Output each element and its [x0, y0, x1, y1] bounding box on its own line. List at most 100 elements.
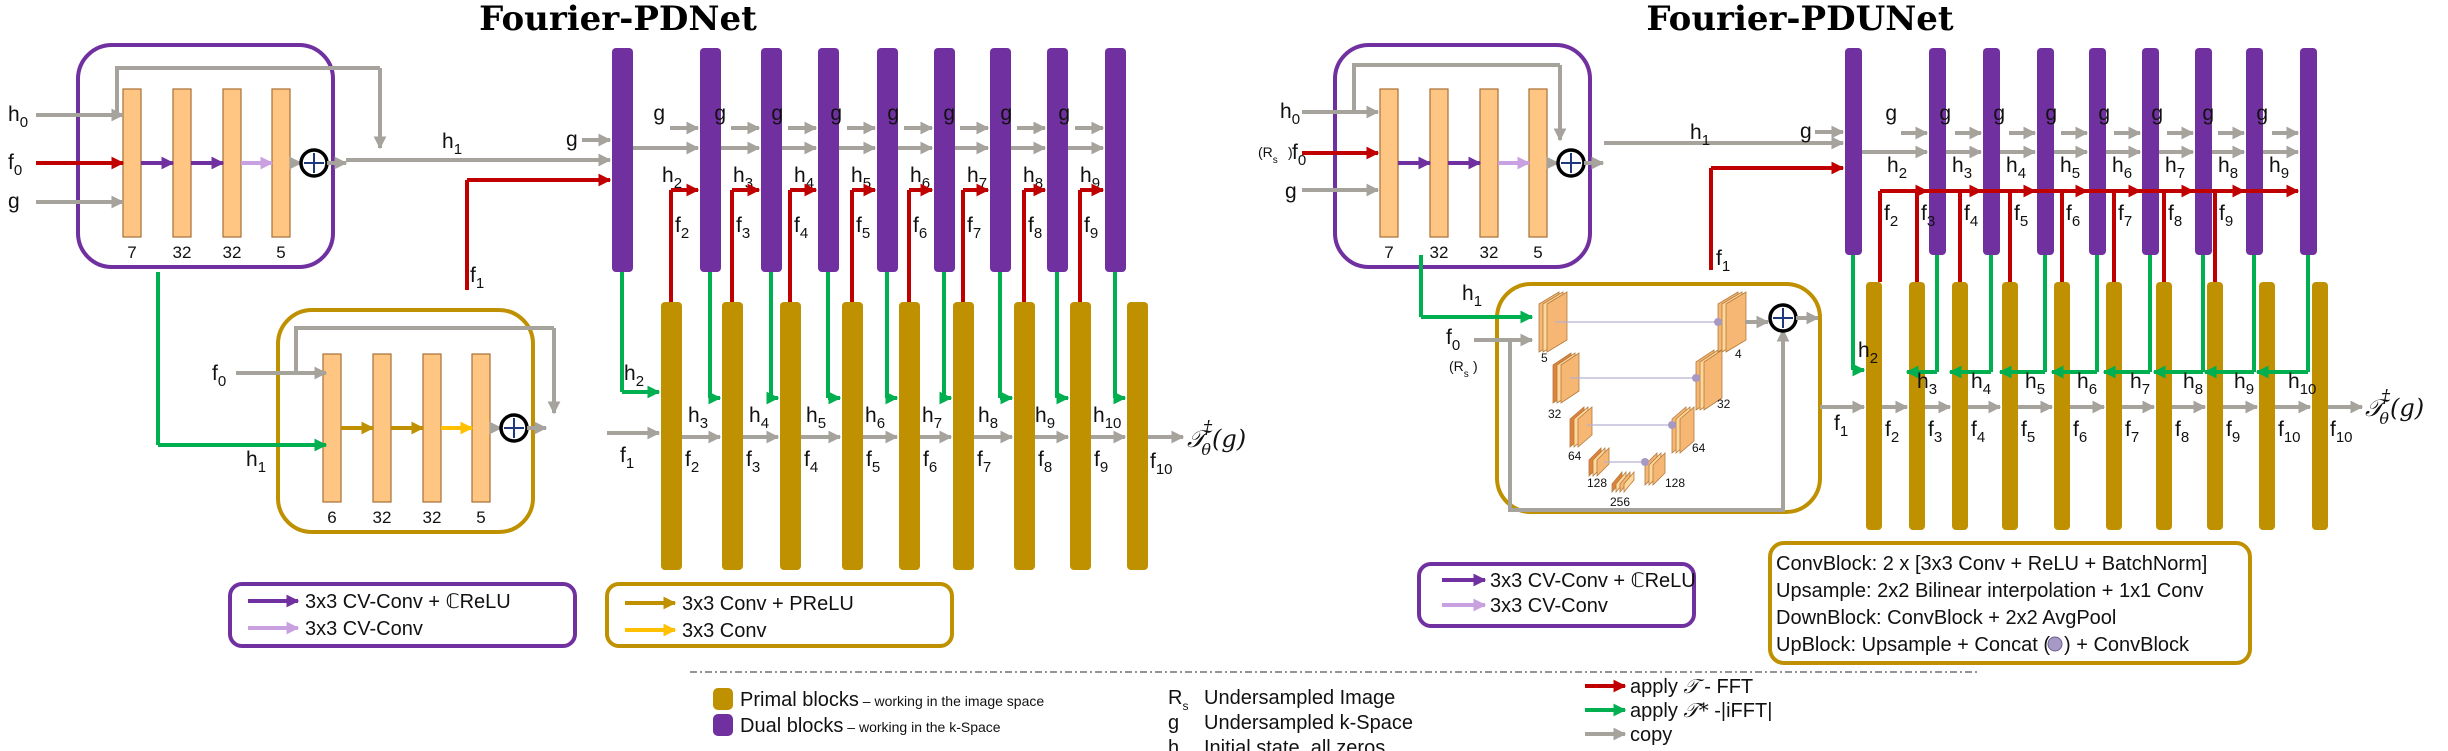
- plus-icon: [1561, 153, 1581, 173]
- left-dual-input-g: g: [8, 190, 20, 213]
- unet-encoder-layer: [1596, 447, 1610, 477]
- left-primal-init-frame: [276, 308, 535, 534]
- left-g-label: g: [566, 128, 578, 151]
- left-title: Fourier-PDNet: [479, 0, 757, 39]
- left-primal-block: [842, 302, 863, 570]
- right-f-label: f3: [1928, 418, 1942, 446]
- left-dual-block: [990, 48, 1011, 272]
- right-title: Fourier-PDUNet: [1646, 0, 1954, 39]
- unet-decoder-layer: [1725, 291, 1747, 353]
- left-dual-block: [700, 48, 721, 272]
- right-f-label: f9: [2226, 418, 2240, 446]
- left-output-label: 𝒯θ†(g): [1187, 417, 1246, 459]
- right-h-down-label: h7: [2130, 370, 2150, 398]
- right-g-label: g: [2151, 102, 2163, 125]
- right-unet-sum: [1768, 303, 1798, 333]
- legend-symbol-g: g: [1168, 712, 1179, 734]
- right-dual-input-g: g: [1285, 180, 1297, 203]
- right-g-label: g: [2202, 102, 2214, 125]
- plus-icon: [304, 153, 324, 173]
- right-dual-legend-frame: [1417, 562, 1696, 628]
- legend-block-label: Primal blocks – working in the image spa…: [740, 689, 1044, 711]
- left-dual-block: [877, 48, 898, 272]
- legend-conv-prelu-label: 3x3 Conv + PReLU: [682, 593, 854, 615]
- left-dual-input-h: h0: [8, 103, 28, 131]
- left-primal-block: [780, 302, 801, 570]
- right-unet-h1-label: h1: [1462, 282, 1482, 310]
- right-f10-label: f10: [2330, 418, 2353, 446]
- right-dual-init-layer: [1429, 88, 1449, 238]
- left-dual-init-channel-label: 7: [127, 243, 136, 262]
- right-output-label: 𝒯θ†(g): [2365, 386, 2424, 428]
- left-g-label: g: [943, 102, 955, 125]
- left-primal-init-sum: [499, 413, 529, 443]
- right-primal-block: [2106, 282, 2122, 530]
- unet-bottleneck-layer: [1623, 470, 1635, 494]
- left-f-up-label: f8: [1028, 214, 1042, 242]
- legend-cv-conv-label: 3x3 CV-Conv: [1490, 595, 1608, 617]
- right-primal-block: [1866, 282, 1882, 530]
- right-dual-block: [2300, 48, 2317, 255]
- right-unet-f0-label: f0: [1446, 326, 1460, 354]
- concat-icon: [2047, 636, 2063, 652]
- right-dual-input-h0: h0: [1280, 100, 1300, 128]
- right-primal-block: [2207, 282, 2223, 530]
- left-primal-init-layer: [471, 353, 491, 503]
- left-primal-legend-frame: [605, 582, 954, 648]
- right-f-label: f1: [1834, 412, 1848, 440]
- right-h-label: h2: [1887, 154, 1907, 182]
- right-unet-rs-end: ): [1473, 358, 1478, 374]
- right-g-label: g: [1993, 102, 2005, 125]
- left-primal-init-channel-label: 5: [476, 508, 485, 527]
- right-h-down-label: h2: [1858, 339, 1878, 367]
- left-g-label: g: [887, 102, 899, 125]
- left-f-up-label: f4: [794, 214, 808, 242]
- right-h-down-label: h8: [2183, 370, 2203, 398]
- unet-encoder-layer: [1577, 406, 1593, 448]
- right-f-label: f10: [2278, 418, 2301, 446]
- right-dual-init-frame: [1333, 43, 1592, 269]
- left-h-label: h6: [910, 164, 930, 192]
- left-dual-block: [612, 48, 633, 272]
- left-f1-up-label: f1: [470, 264, 484, 292]
- left-dual-init-sum: [299, 148, 329, 178]
- right-rs-prefix-end: ): [1288, 144, 1293, 160]
- right-h-label: h5: [2060, 154, 2080, 182]
- left-dual-input-f: f0: [8, 151, 22, 179]
- right-g-label: g: [1885, 102, 1897, 125]
- legend-block-label: Dual blocks – working in the k-Space: [740, 715, 1001, 737]
- right-dual-init-layer: [1479, 88, 1499, 238]
- right-dual-init-channel-label: 32: [1430, 243, 1449, 262]
- right-g-label: g: [1800, 120, 1812, 143]
- left-primal-init-channel-label: 6: [327, 508, 336, 527]
- unet-enc-channel-label: 128: [1587, 476, 1607, 490]
- legend-arrow-label: apply 𝒯 - FFT: [1630, 674, 1753, 698]
- left-f-up-label: f9: [1084, 214, 1098, 242]
- left-primal-init-layer: [372, 353, 392, 503]
- left-g-label: g: [1058, 102, 1070, 125]
- right-f-label: f8: [2175, 418, 2189, 446]
- right-dual-skip: [1352, 63, 1560, 112]
- right-dual-block: [2037, 48, 2054, 255]
- right-f-label: f4: [1971, 418, 1985, 446]
- right-h-down-label: h4: [1971, 370, 1991, 398]
- right-g-label: g: [1939, 102, 1951, 125]
- left-dual-block: [934, 48, 955, 272]
- left-f-label: f7: [977, 448, 991, 476]
- unet-concat-icon: [1692, 374, 1700, 382]
- unet-decoder-layer: [1703, 349, 1723, 411]
- right-f-up-label: f2: [1884, 202, 1898, 230]
- right-primal-block: [2312, 282, 2328, 530]
- right-h-label: h3: [1952, 154, 1972, 182]
- left-primal-block: [661, 302, 682, 570]
- left-dual-block: [1105, 48, 1126, 272]
- right-dual-init-channel-label: 5: [1533, 243, 1542, 262]
- left-dual-legend-frame: [228, 582, 577, 648]
- legend-convblock: ConvBlock: 2 x [3x3 Conv + ReLU + BatchN…: [1776, 553, 2207, 575]
- left-primal-init-channel-label: 32: [423, 508, 442, 527]
- legend-swatch-primal: [713, 688, 733, 710]
- legend-upblock: UpBlock: Upsample + Concat (: [1776, 634, 2050, 656]
- left-dual-init-frame: [76, 43, 335, 269]
- left-dual-init-layer: [271, 88, 291, 238]
